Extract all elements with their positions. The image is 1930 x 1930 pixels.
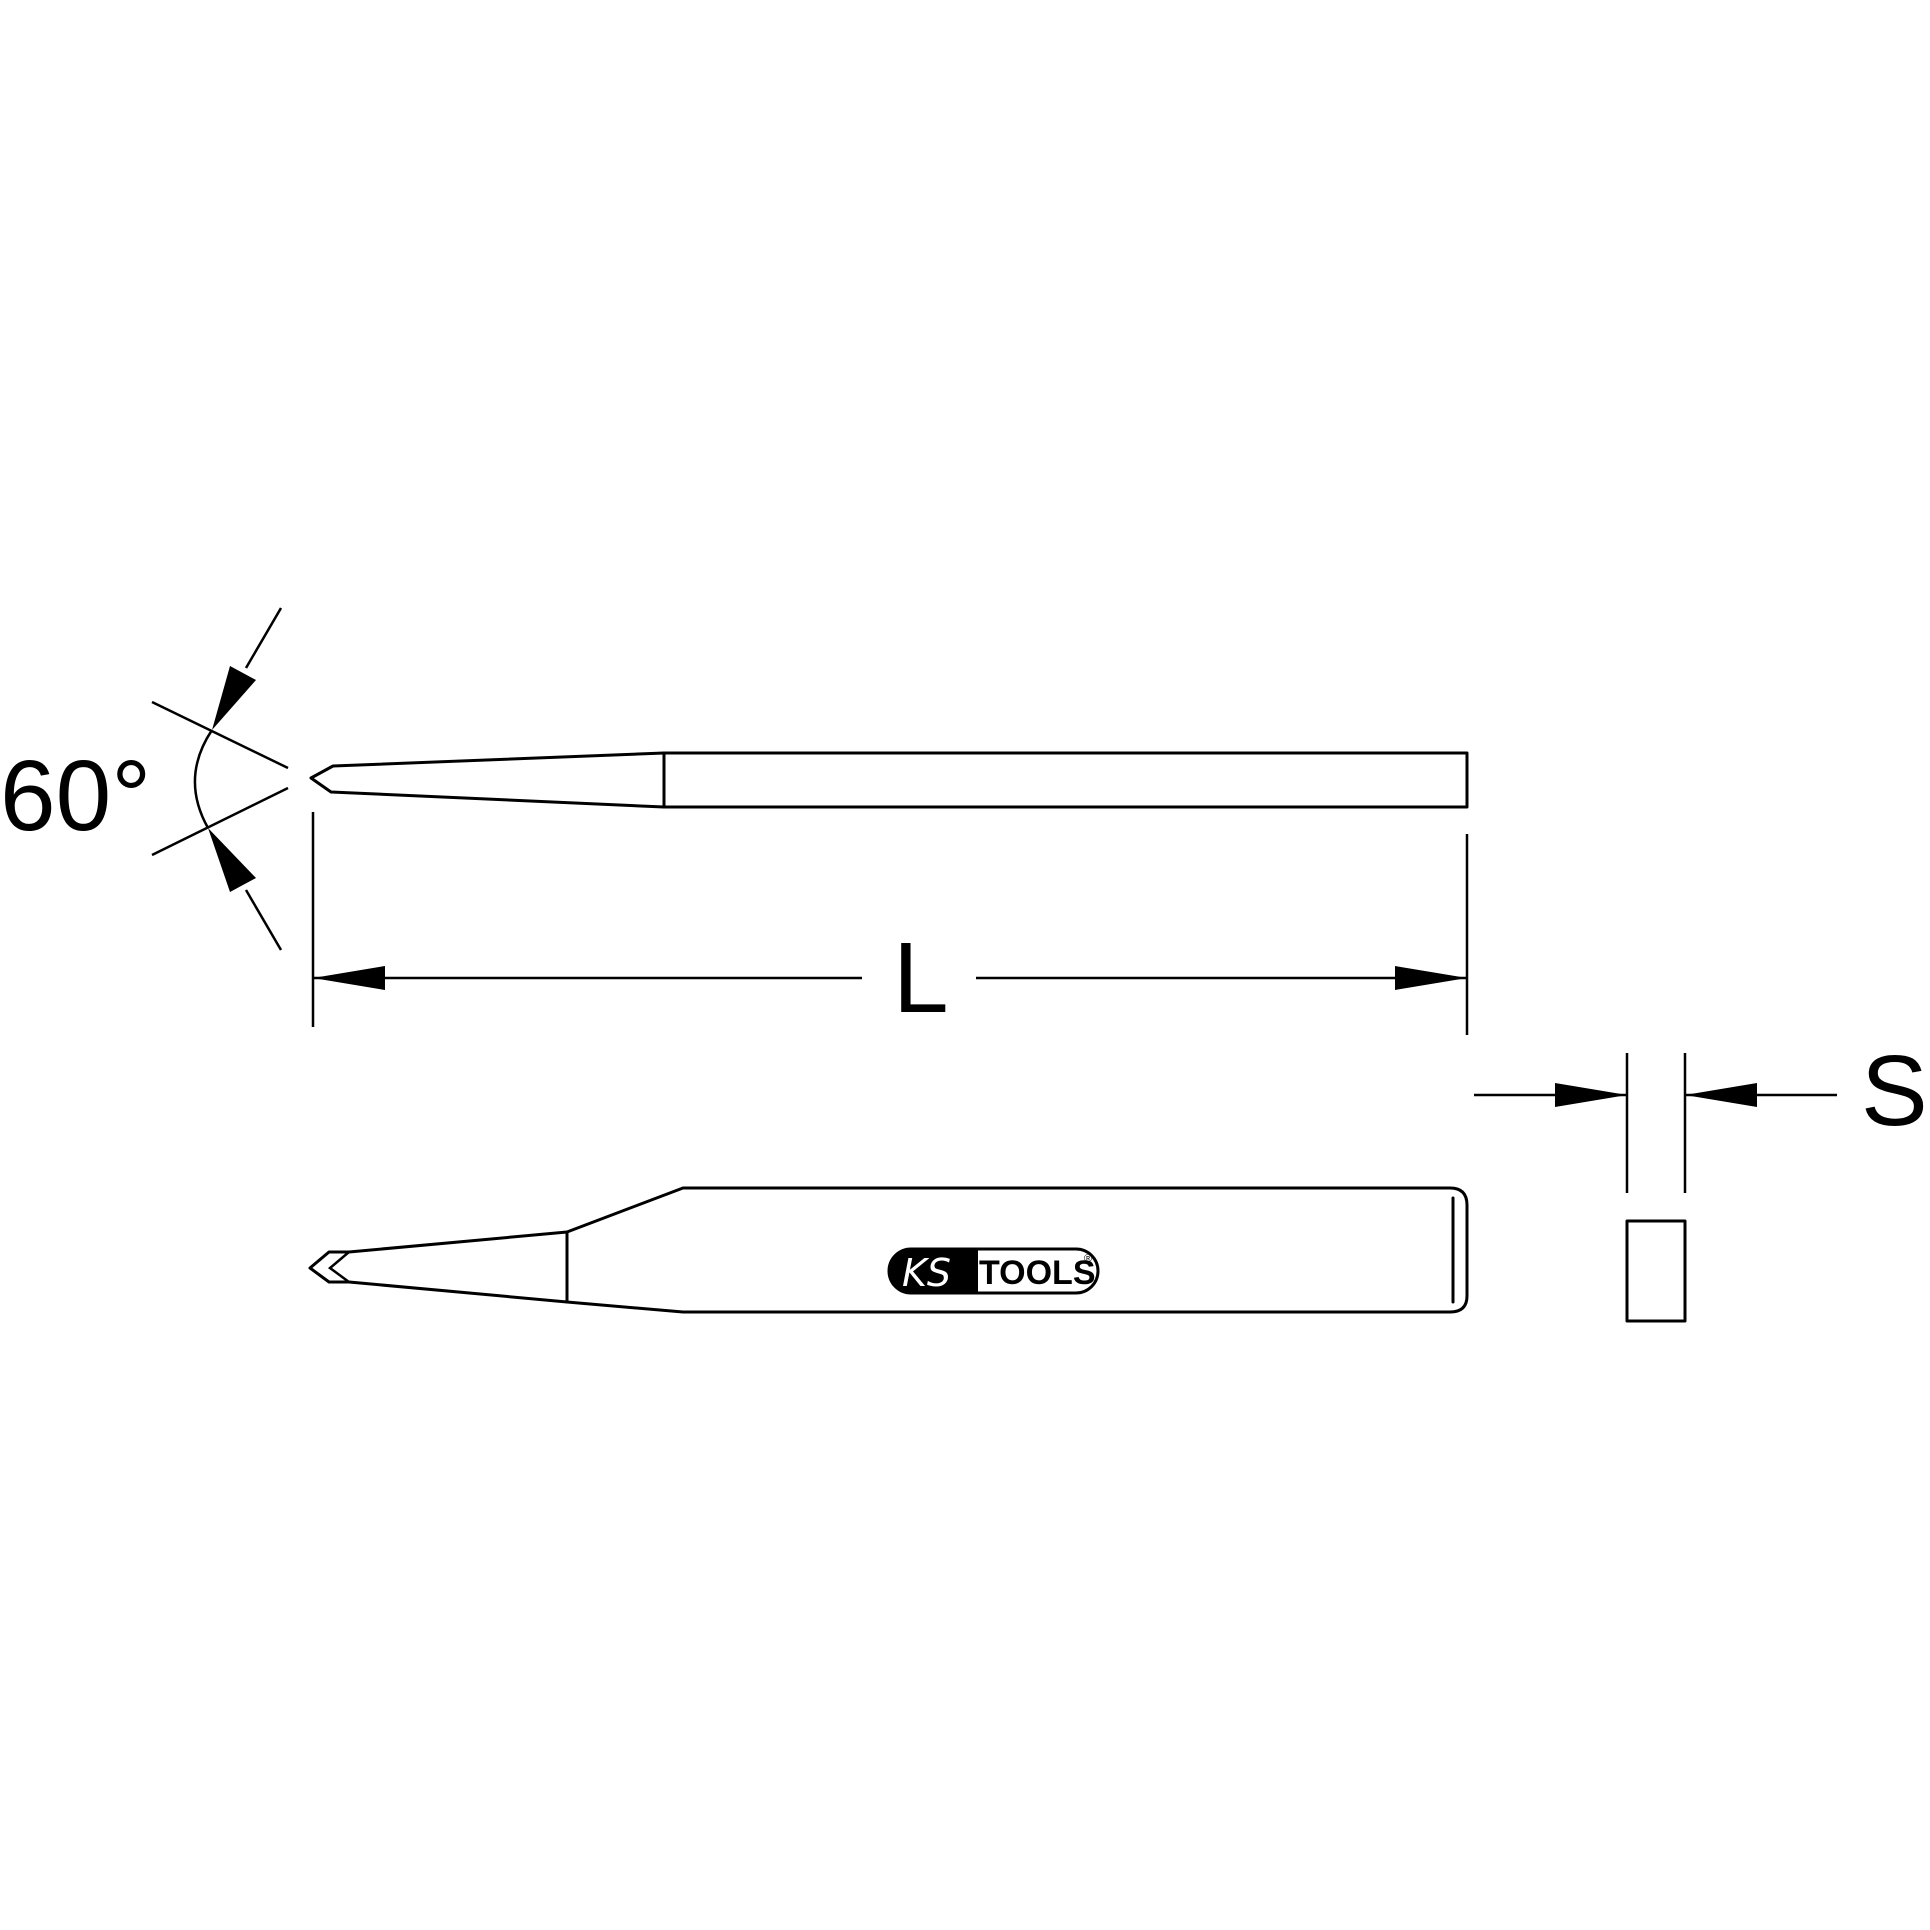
length-dimension: L — [311, 812, 1469, 1035]
logo-registered-mark: ® — [1084, 1253, 1092, 1265]
thickness-dimension: S — [1474, 1035, 1928, 1193]
thickness-label: S — [1861, 1035, 1928, 1147]
chisel-cross-section — [1625, 1219, 1687, 1323]
logo-ks-text: KS — [902, 1251, 951, 1295]
logo-tools-text: TOOLS — [979, 1254, 1096, 1292]
length-label: L — [893, 922, 949, 1034]
ks-tools-logo: KS TOOLS ® — [887, 1247, 1100, 1295]
chisel-side-view — [308, 1186, 1469, 1314]
angle-dimension: 60° — [0, 607, 289, 951]
chisel-top-view — [309, 751, 1469, 809]
angle-label: 60° — [0, 740, 151, 852]
